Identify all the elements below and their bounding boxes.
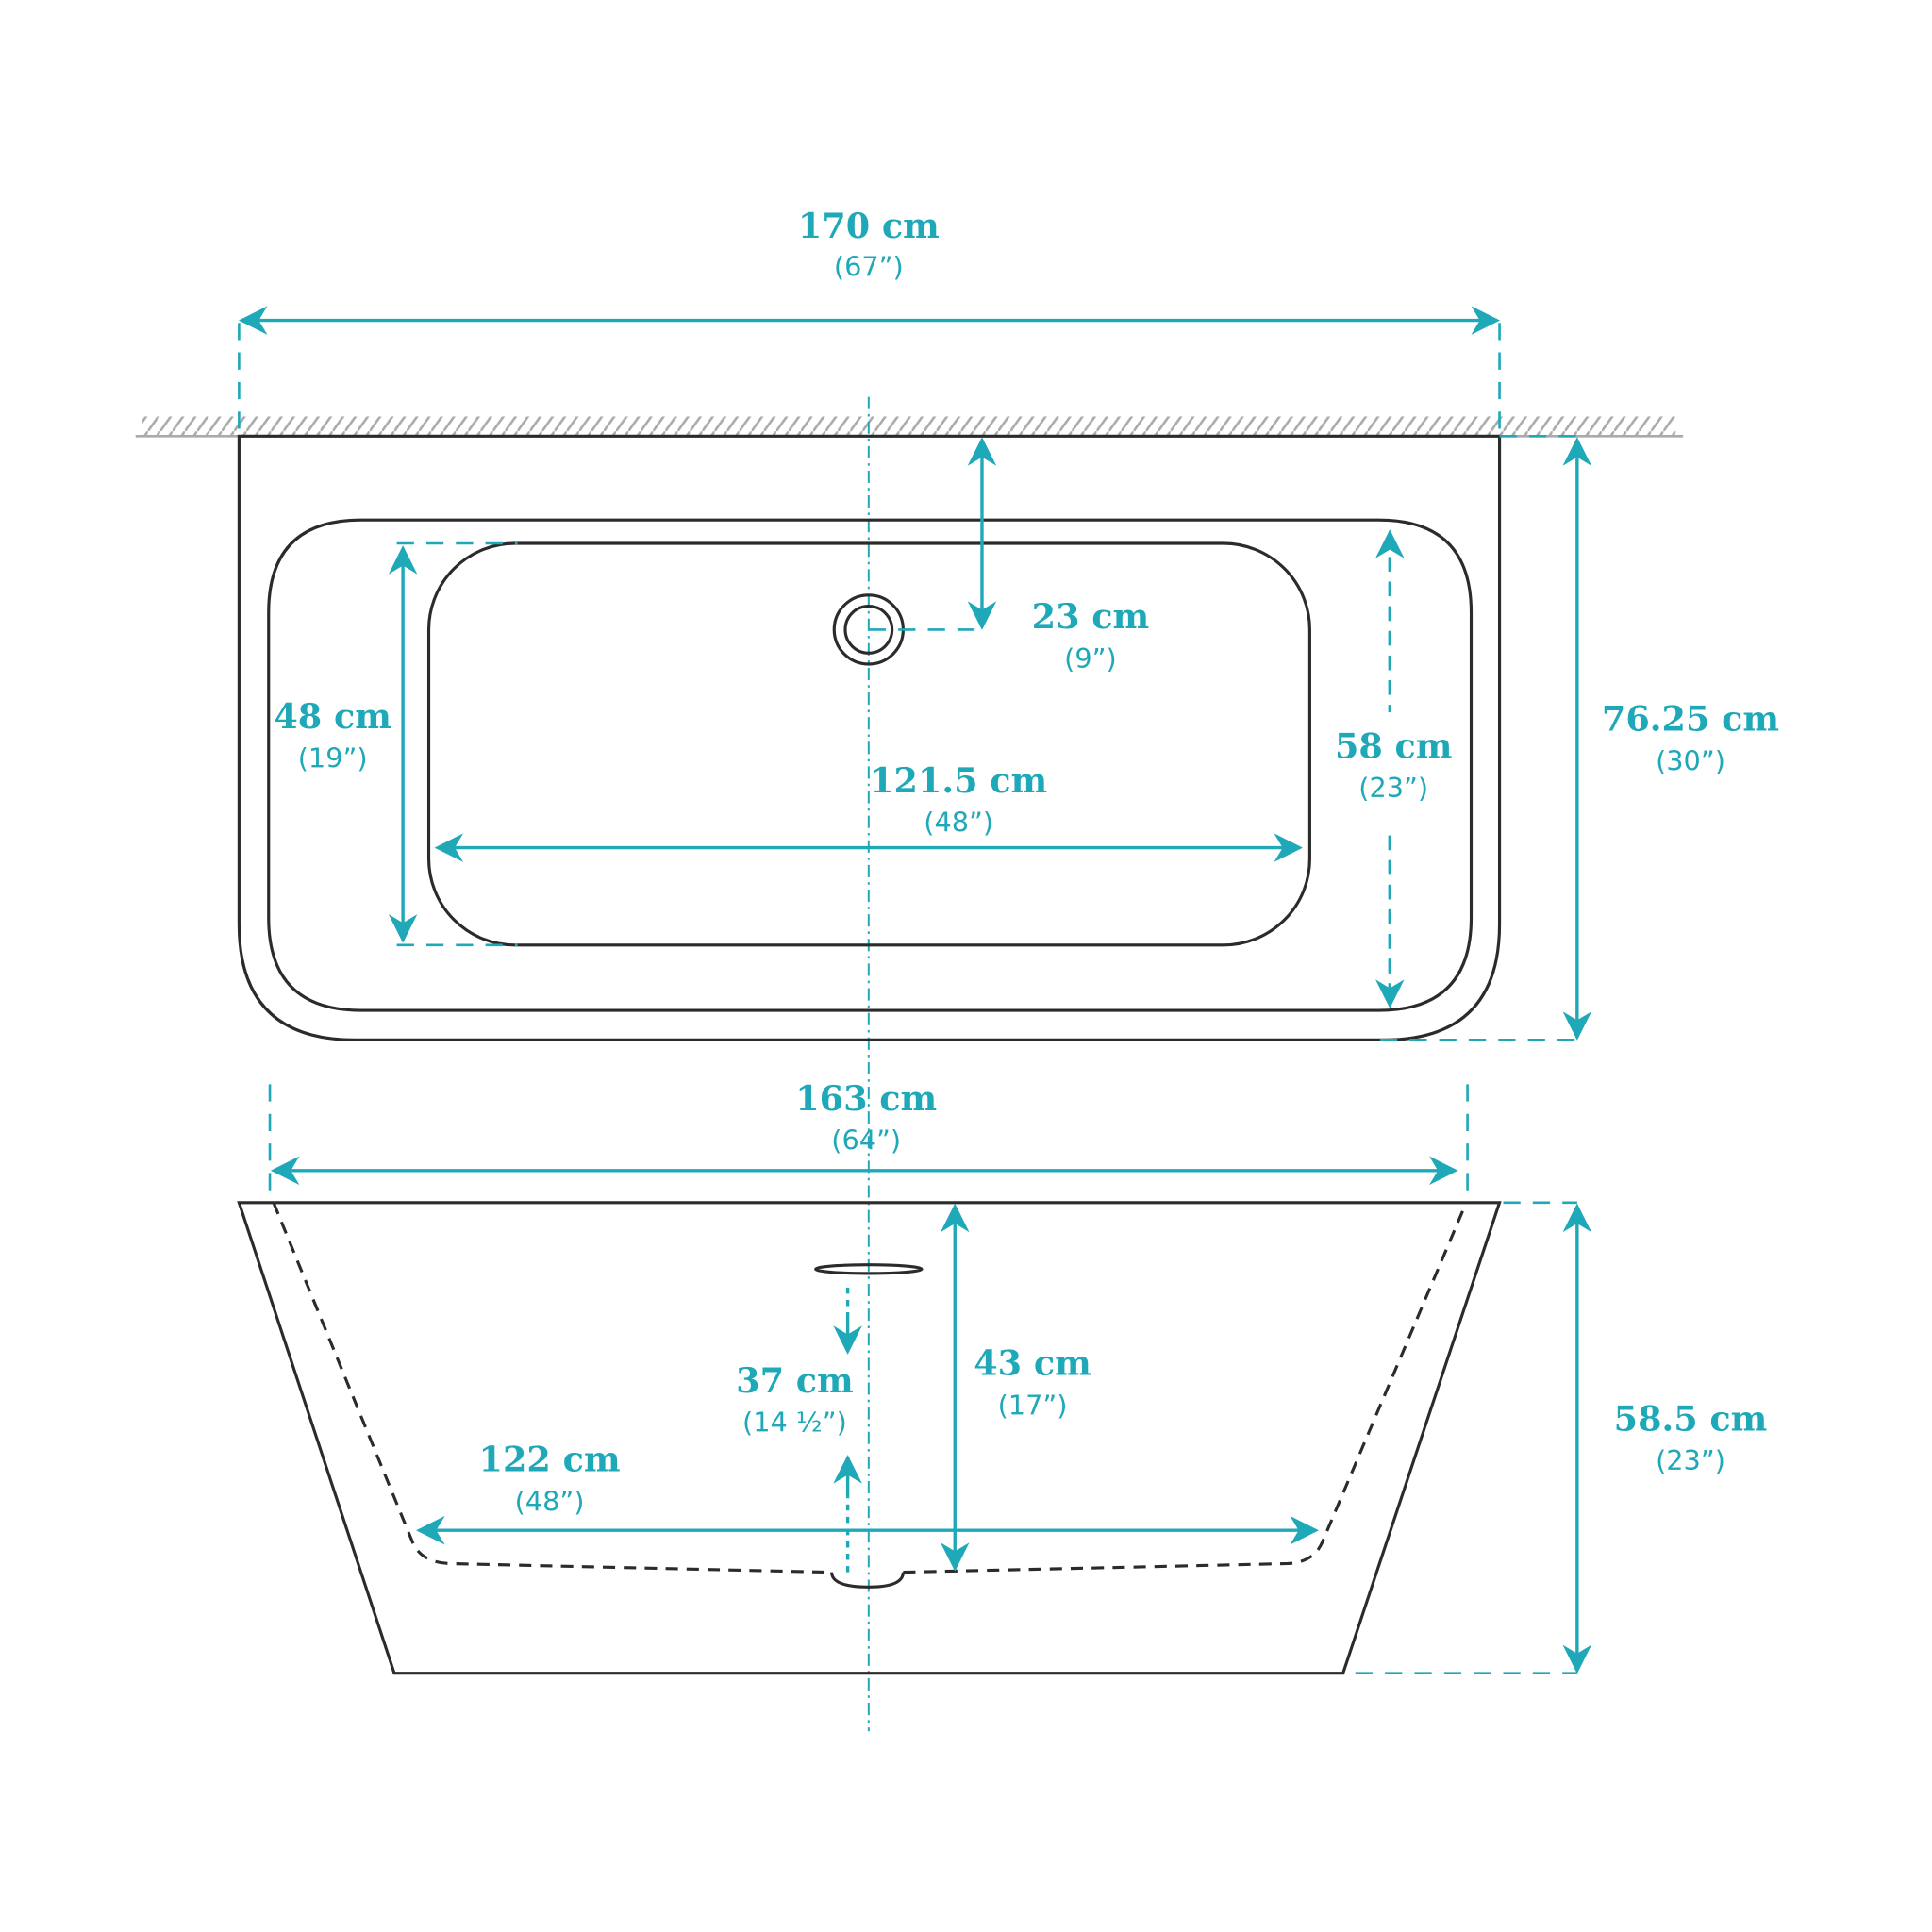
label-drain-in: (9”): [1064, 642, 1117, 675]
label-length-cm: 170 cm: [798, 206, 940, 246]
label-length-in: (67”): [834, 251, 904, 283]
label-inner-depth-cm: 43 cm: [974, 1343, 1091, 1384]
tub-side-outline: [237, 1201, 1502, 1675]
tub-rim-outline: [267, 518, 1474, 1012]
wall: [135, 416, 1684, 438]
label-height-in: (23”): [1656, 1444, 1725, 1476]
label-depth-in: (30”): [1656, 744, 1725, 776]
label-depth-cm: 76.25 cm: [1602, 699, 1779, 740]
label-basin-length-cm: 121.5 cm: [870, 760, 1047, 801]
label-height-cm: 58.5 cm: [1614, 1398, 1768, 1439]
label-basin-width-cm: 48 cm: [274, 696, 391, 737]
label-basin-length-in: (48”): [924, 807, 993, 839]
label-inner-width-cm: 58 cm: [1335, 725, 1453, 766]
tub-inner-dashed: [272, 1202, 1468, 1574]
basin-outline: [426, 541, 1311, 947]
floor-drain-icon: [830, 1572, 905, 1589]
overflow-icon: [814, 1263, 924, 1275]
label-inner-length-cm: 163 cm: [795, 1078, 937, 1119]
label-overflow-in: (14 ½”): [742, 1407, 847, 1439]
label-bottom-length-in: (48”): [515, 1485, 585, 1517]
label-drain-cm: 23 cm: [1032, 596, 1150, 637]
label-inner-length-in: (64”): [831, 1124, 901, 1157]
top-view: 170 cm (67”) 23 cm (9”) 48 cm (19”) 121.…: [237, 206, 1781, 1041]
label-inner-width-in: (23”): [1358, 772, 1428, 804]
label-inner-depth-in: (17”): [998, 1389, 1068, 1421]
side-view: 163 cm (64”) 43 cm (17”) 37 cm (14 ½”) 1…: [237, 1078, 1774, 1675]
label-basin-width-in: (19”): [298, 742, 368, 774]
label-bottom-length-cm: 122 cm: [479, 1440, 621, 1480]
label-overflow-cm: 37 cm: [736, 1360, 854, 1401]
